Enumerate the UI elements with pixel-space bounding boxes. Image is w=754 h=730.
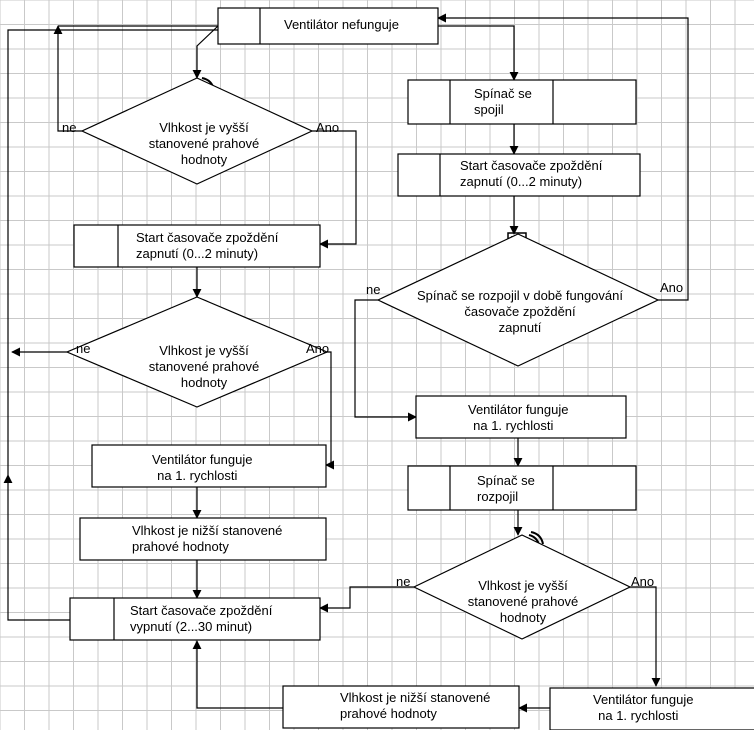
- diamond-humidity-above-3: [412, 534, 632, 640]
- edge-label-d3-no: ne: [366, 282, 381, 297]
- edge-label-d4-no: ne: [396, 574, 411, 589]
- edge-d3-no: [354, 299, 417, 422]
- edge-d1-no-loop: [53, 25, 82, 132]
- edge-label-d1-no: ne: [62, 120, 77, 135]
- edge-humlow-bottom-to-off: [192, 640, 283, 709]
- edge-label-d4-yes: Ano: [631, 574, 655, 589]
- box-fan-speed1-mid: [415, 395, 627, 439]
- box-start-on-delay-right: [397, 153, 641, 197]
- box-humidity-below-left: [79, 517, 327, 561]
- edge-label-d2-yes: Ano: [306, 341, 330, 356]
- box-switch-closed: [407, 79, 637, 125]
- edge-off-loop: [3, 474, 70, 621]
- diamond-humidity-above-2: [65, 296, 329, 408]
- box-fan-speed1-bottom: [549, 687, 754, 730]
- box-start-on-delay-left: [73, 224, 321, 268]
- box-fan-speed1-left: [91, 444, 327, 488]
- node-fan-not-running: Ventilátor nefunguje: [284, 17, 399, 32]
- box-fan-not-running: [217, 7, 439, 45]
- box-start-off-delay: [69, 597, 321, 641]
- edge-d4-no: [319, 586, 414, 613]
- edge-label-d1-yes: Ano: [316, 120, 340, 135]
- box-humidity-below-bottom: [282, 685, 520, 729]
- edge-off-loop-top: [7, 29, 218, 475]
- edge-d1-yes: [312, 130, 357, 249]
- edge-label-d3-yes: Ano: [660, 280, 684, 295]
- edge-label-d2-no: ne: [76, 341, 91, 356]
- diamond-switch-opened-during: [376, 233, 660, 367]
- edge-d3-yes: [437, 13, 689, 301]
- diamond-humidity-above-1: [80, 77, 314, 185]
- edge-start-to-d1: [438, 25, 519, 81]
- edge-start-left-to-d1: [192, 25, 219, 79]
- box-switch-opened: [407, 465, 637, 511]
- edge-d4-yes: [630, 586, 661, 687]
- edge-d2-yes: [325, 351, 335, 470]
